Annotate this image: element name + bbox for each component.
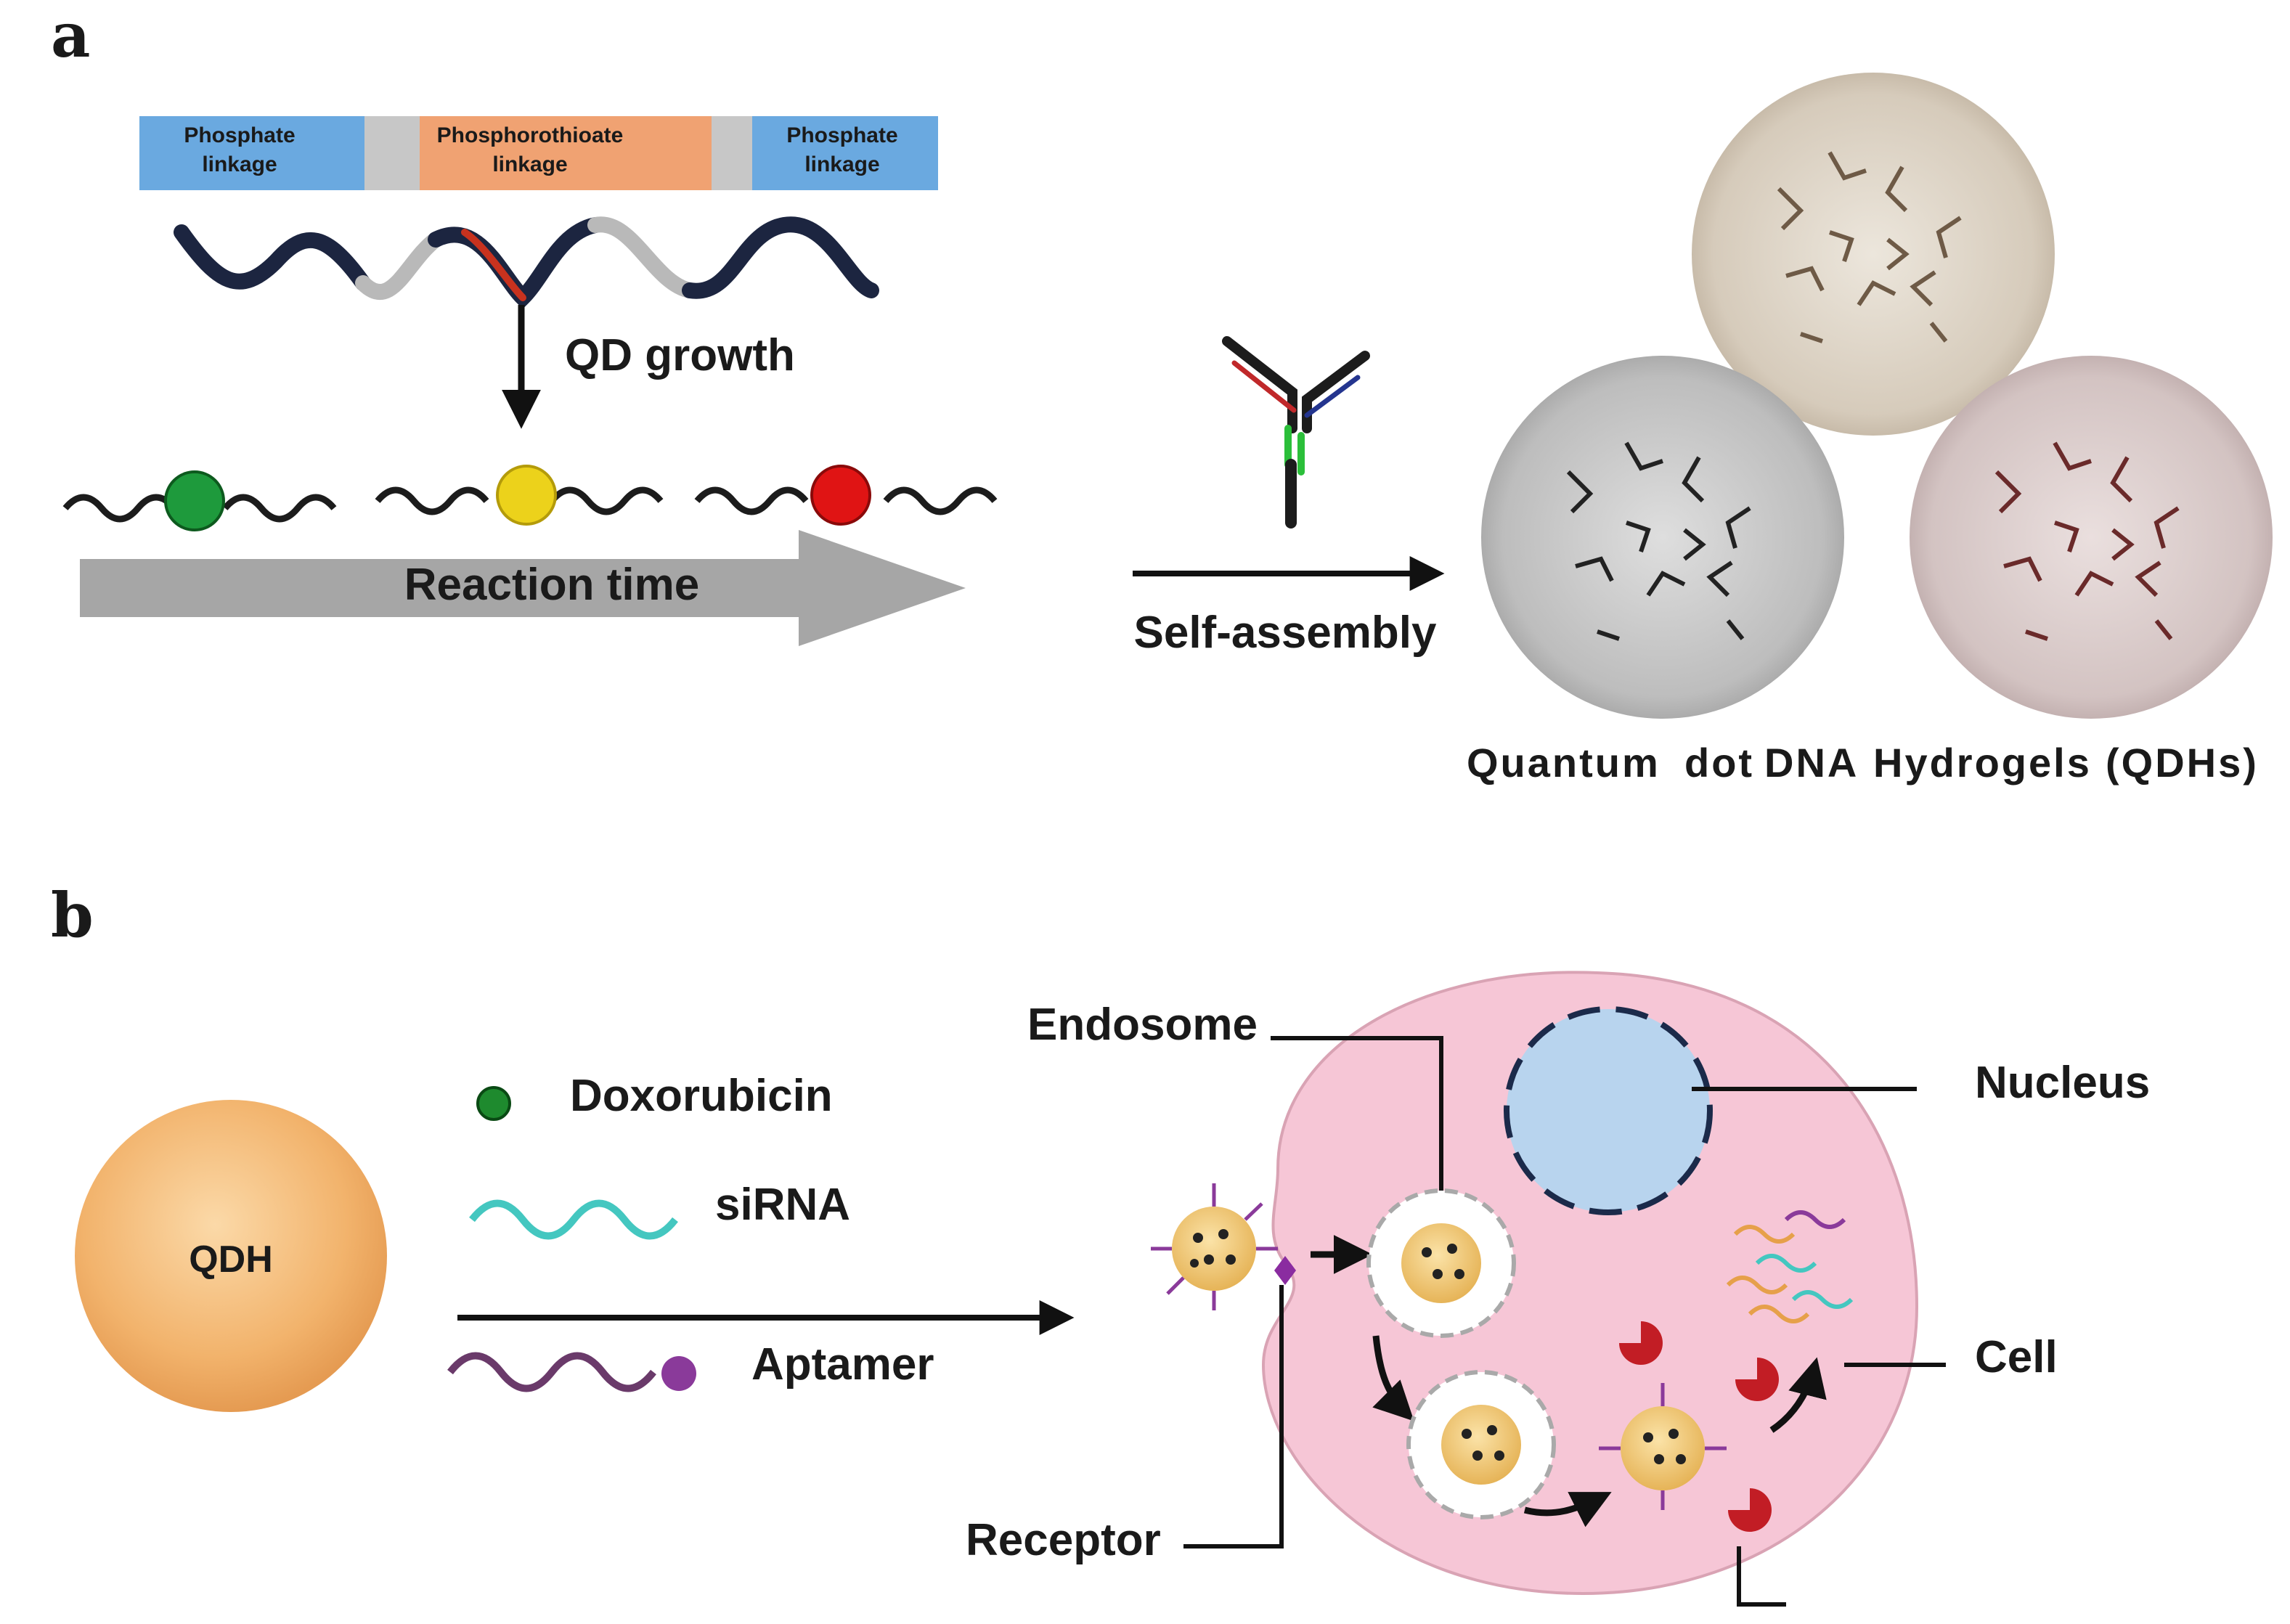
linkage-spacer xyxy=(712,116,752,190)
callout-endosome: Endosome xyxy=(1027,1000,1258,1050)
hydrogel-dish-left xyxy=(1481,356,1844,719)
nanoparticle-outside xyxy=(1151,1183,1278,1310)
callout-nucleus: Nucleus xyxy=(1975,1058,2150,1108)
callout-cell: Cell xyxy=(1975,1332,2058,1382)
linkage-text-mid-1: Phosphorothioate xyxy=(437,123,624,147)
lysosome-icons xyxy=(1619,1321,1779,1532)
qd-strands xyxy=(62,486,998,523)
linkage-text-left-2: linkage xyxy=(202,152,277,176)
dna-strand xyxy=(174,216,879,309)
y-dna-monomer-icon xyxy=(1222,336,1370,529)
qdh-label: QDH xyxy=(189,1239,273,1281)
qdh-sphere xyxy=(75,1100,387,1412)
linkage-segment-phosphate-left xyxy=(139,116,364,190)
nanoparticle-released xyxy=(1599,1383,1727,1510)
endosome-upper xyxy=(1366,1188,1516,1338)
linkage-text-mid-2: linkage xyxy=(492,152,567,176)
panel-label-b: b xyxy=(51,879,94,951)
panel-label-a: a xyxy=(51,0,90,71)
sirna-icon xyxy=(469,1199,678,1240)
caption-word-3: DNA xyxy=(1764,740,1859,786)
quantum-dot-green xyxy=(164,470,225,531)
qd-growth-label: QD growth xyxy=(565,330,795,380)
aptamer-tip-icon xyxy=(661,1356,696,1391)
linkage-text-left-1: Phosphate xyxy=(184,123,295,147)
caption-word-2: dot xyxy=(1684,740,1754,786)
doxorubicin-icon xyxy=(476,1086,511,1121)
legend-aptamer: Aptamer xyxy=(751,1339,934,1390)
reaction-time-label: Reaction time xyxy=(404,560,700,610)
hydrogel-dish-right xyxy=(1910,356,2273,719)
linkage-segment-phosphate-right xyxy=(752,116,938,190)
quantum-dot-red xyxy=(810,465,871,526)
hydrogel-caption: Quantum dot DNA Hydrogels (QDHs) xyxy=(1467,740,2259,786)
aptamer-icon xyxy=(447,1352,656,1392)
reaction-time-arrow xyxy=(80,530,966,646)
released-payload-cluster xyxy=(1726,1210,1854,1323)
caption-word-1: Quantum xyxy=(1467,740,1661,786)
release-arrow xyxy=(1769,1357,1827,1433)
traffic-arrow-2 xyxy=(1523,1492,1612,1527)
callout-receptor: Receptor xyxy=(966,1515,1161,1565)
legend-sirna: siRNA xyxy=(715,1180,850,1230)
nucleus xyxy=(1504,1006,1713,1215)
linkage-bar: Phosphate linkage Phosphorothioate linka… xyxy=(139,116,938,190)
caption-word-5: (QDHs) xyxy=(2106,740,2259,786)
linkage-text-right-2: linkage xyxy=(804,152,879,176)
legend-doxorubicin: Doxorubicin xyxy=(570,1071,833,1121)
hydrogel-dish-top xyxy=(1692,73,2055,436)
linkage-text-right-1: Phosphate xyxy=(786,123,897,147)
callout-lines xyxy=(1183,1036,1946,1607)
quantum-dot-yellow xyxy=(496,465,557,526)
self-assembly-label: Self-assembly xyxy=(1134,608,1438,658)
receptor-icon xyxy=(1274,1256,1296,1285)
linkage-segment-phosphorothioate xyxy=(420,116,712,190)
traffic-arrow-1 xyxy=(1372,1335,1414,1421)
endosome-lower xyxy=(1406,1370,1556,1519)
caption-word-4: Hydrogels xyxy=(1873,740,2092,786)
linkage-spacer xyxy=(364,116,420,190)
